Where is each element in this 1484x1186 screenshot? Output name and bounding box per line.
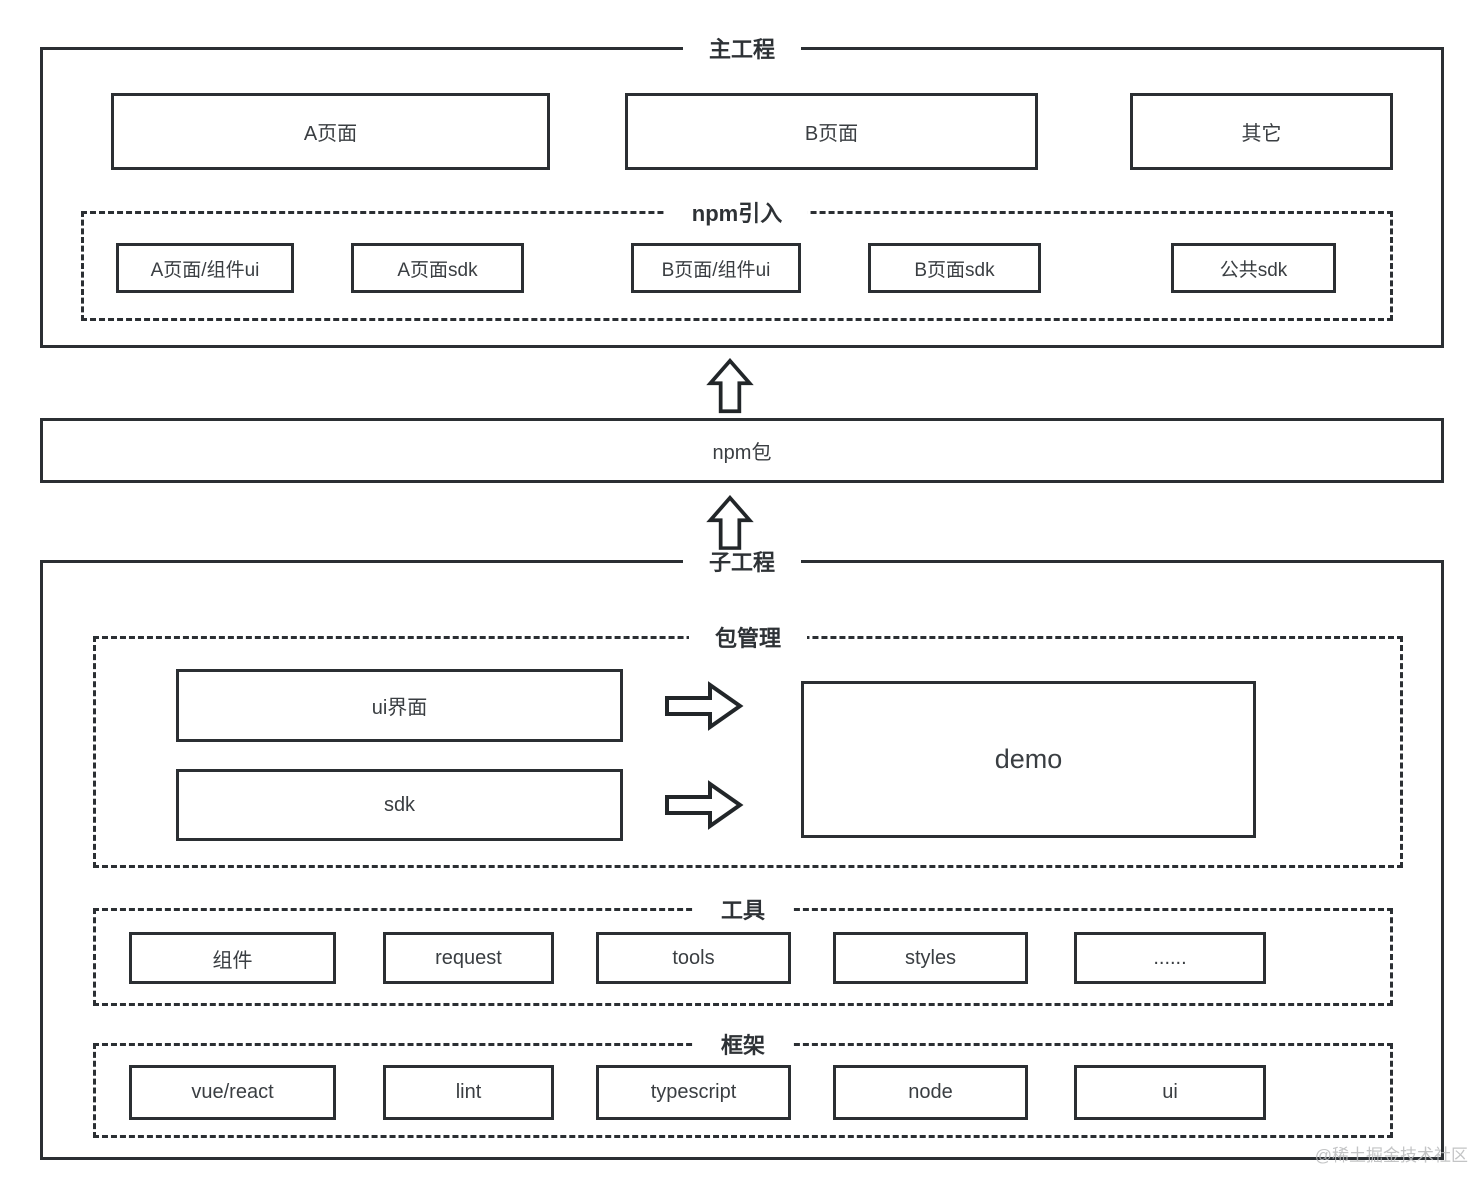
ui-interface-box: ui界面 [176,669,623,742]
framework-node-box: node [833,1065,1028,1120]
framework-typescript-box: typescript [596,1065,791,1120]
npm-import-item-a-ui: A页面/组件ui [116,243,294,293]
npm-import-item-a-sdk: A页面sdk [351,243,524,293]
tool-more-box: ...... [1074,932,1266,984]
arrow-right-icon [664,780,744,830]
package-management-frame: 包管理 ui界面 sdk demo [93,625,1403,868]
npm-import-item-b-ui: B页面/组件ui [631,243,801,293]
npm-import-item-b-sdk: B页面sdk [868,243,1041,293]
package-management-title: 包管理 [688,625,808,653]
framework-title: 框架 [694,1032,792,1060]
tool-styles-box: styles [833,932,1028,984]
sub-project-title: 子工程 [682,549,802,577]
main-project-title: 主工程 [682,36,802,64]
sub-project-frame: 子工程 包管理 ui界面 sdk demo 工具 组件 request [40,549,1444,1160]
tools-frame: 工具 组件 request tools styles ...... [93,897,1393,1006]
npm-import-item-common-sdk: 公共sdk [1171,243,1336,293]
framework-vue-react-box: vue/react [129,1065,336,1120]
tool-tools-box: tools [596,932,791,984]
page-a-box: A页面 [111,93,550,170]
page-b-box: B页面 [625,93,1038,170]
watermark: @稀土掘金技术社区 [1314,1146,1468,1165]
tool-request-box: request [383,932,554,984]
page-other-box: 其它 [1130,93,1393,170]
npm-import-frame: npm引入 A页面/组件ui A页面sdk B页面/组件ui B页面sdk 公共… [81,200,1393,321]
framework-ui-box: ui [1074,1065,1266,1120]
main-project-frame: 主工程 A页面 B页面 其它 npm引入 A页面/组件ui A页面sdk B页面… [40,36,1444,348]
arrow-right-icon [664,681,744,731]
npm-import-title: npm引入 [665,200,809,228]
tools-title: 工具 [694,897,792,925]
npm-package-bar: npm包 [40,418,1444,483]
arrow-up-icon [705,358,755,414]
arrow-up-icon [705,495,755,551]
tool-component-box: 组件 [129,932,336,984]
sdk-box: sdk [176,769,623,841]
framework-lint-box: lint [383,1065,554,1120]
framework-frame: 框架 vue/react lint typescript node ui [93,1032,1393,1138]
demo-box: demo [801,681,1256,838]
